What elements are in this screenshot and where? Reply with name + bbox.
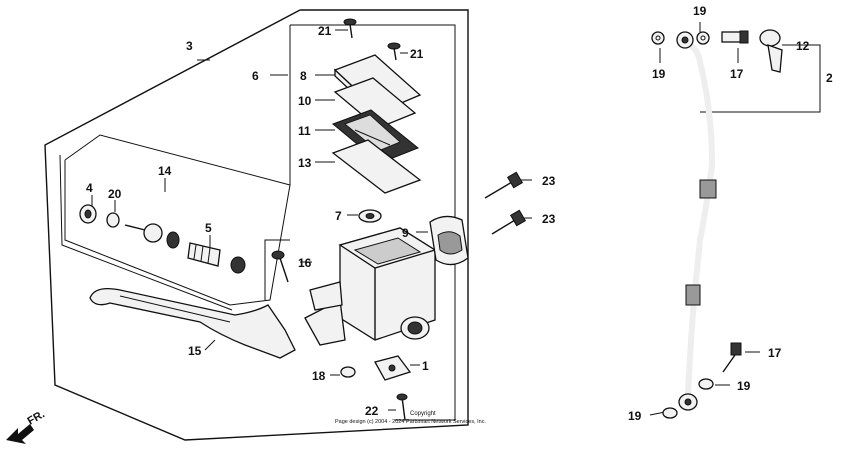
callout-20: 20 <box>108 187 122 201</box>
callout-8: 8 <box>300 69 307 83</box>
callout-15: 15 <box>188 344 202 358</box>
callout-3: 3 <box>186 39 193 53</box>
leader-lines <box>91 22 821 416</box>
callout-19-bottom-left: 19 <box>628 409 642 423</box>
washer-19-top-right <box>696 31 710 45</box>
copyright-line-1: Copyright <box>410 411 436 417</box>
callout-6: 6 <box>252 69 259 83</box>
piston-kit-parts <box>79 204 246 274</box>
front-direction-arrow: FR. <box>6 408 47 444</box>
callout-9: 9 <box>402 226 409 240</box>
washer-18 <box>340 366 356 378</box>
callout-23-lower: 23 <box>542 212 556 226</box>
brake-switch-1 <box>374 355 412 381</box>
callout-labels: 3 6 8 10 11 13 21 21 7 9 14 4 20 5 16 15… <box>86 4 833 423</box>
bolt-17-bottom <box>722 342 742 373</box>
brake-lever-15 <box>89 287 296 359</box>
bolt-23-upper <box>484 171 524 199</box>
brake-hose-12 <box>676 31 717 411</box>
screw-21-right <box>387 42 401 61</box>
banjo-fitting-12 <box>759 29 783 73</box>
callout-11: 11 <box>298 124 311 138</box>
callout-14: 14 <box>158 164 172 178</box>
bolt-23-lower <box>491 209 527 235</box>
screw-22 <box>396 393 408 421</box>
callout-17-top: 17 <box>730 67 744 81</box>
washer-19-bottom-left <box>662 407 678 419</box>
callout-21-right: 21 <box>410 47 424 61</box>
pivot-bolt-16 <box>271 250 289 283</box>
clip-7 <box>358 209 382 223</box>
callout-18: 18 <box>312 369 326 383</box>
callout-19-left: 19 <box>652 67 666 81</box>
callout-2: 2 <box>826 71 833 85</box>
copyright-line-2: Page design (c) 2004 - 2024 Partsmart Ne… <box>335 419 486 425</box>
master-cylinder-body <box>304 227 437 346</box>
callout-17-bottom: 17 <box>768 346 782 360</box>
callout-12: 12 <box>796 39 810 53</box>
callout-10: 10 <box>298 94 312 108</box>
callout-22: 22 <box>365 404 379 418</box>
screw-21-top <box>343 18 357 39</box>
callout-1: 1 <box>422 359 429 373</box>
callout-16: 16 <box>298 256 312 270</box>
float-13 <box>331 139 422 194</box>
bolt-17-top <box>721 30 749 44</box>
holder-9 <box>429 215 469 266</box>
callout-4: 4 <box>86 181 93 195</box>
callout-21-top: 21 <box>318 24 332 38</box>
callout-19-top: 19 <box>693 4 707 18</box>
assembly-outline-3 <box>44 9 469 441</box>
washer-19-top-left <box>651 31 665 45</box>
callout-19-bottom-right: 19 <box>737 379 751 393</box>
callout-5: 5 <box>205 221 212 235</box>
copyright-text: Copyright Page design (c) 2004 - 2024 Pa… <box>335 411 486 425</box>
callout-7: 7 <box>335 209 342 223</box>
callout-13: 13 <box>298 156 312 170</box>
front-arrow-label: FR. <box>26 408 47 427</box>
callout-23-upper: 23 <box>542 174 556 188</box>
washer-19-bottom-right <box>698 378 714 390</box>
